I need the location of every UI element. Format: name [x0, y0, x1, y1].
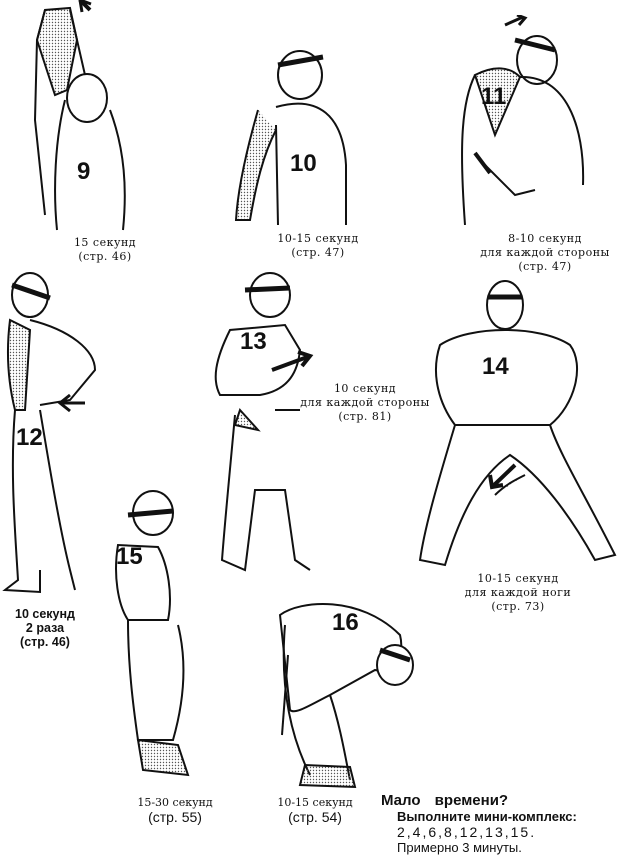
exercise-10-figure: 10 — [228, 35, 348, 225]
exercise-14-figure: 14 — [410, 275, 620, 580]
exercise-10-caption: 10-15 секунд (стр. 47) — [258, 232, 378, 260]
exercise-13-caption: 10 секунд для каждой стороны (стр. 81) — [295, 382, 435, 424]
exercise-15-caption: 15-30 секунд (стр. 55) — [115, 796, 235, 824]
caption-line: 10-15 секунд — [477, 572, 559, 585]
mini-complex-duration: Примерно 3 минуты. — [397, 840, 522, 855]
exercise-number: 14 — [482, 353, 509, 380]
caption-line: для каждой ноги — [464, 586, 572, 599]
caption-line: для каждой стороны — [300, 396, 430, 409]
mini-complex-sequence: 2,4,6,8,12,13,15. — [397, 824, 537, 840]
exercise-11-caption: 8-10 секунд для каждой стороны (стр. 47) — [475, 232, 615, 274]
exercise-12-figure: 12 — [0, 270, 100, 600]
mini-complex-heading: Мало времени? — [381, 792, 509, 809]
mini-complex-box: Мало времени? Выполните мини-комплекс: 2… — [381, 792, 621, 855]
caption-line: 10-15 секунд — [277, 232, 359, 245]
exercise-15-figure: 15 — [108, 485, 208, 785]
exercise-number: 9 — [77, 158, 91, 185]
exercise-14-caption: 10-15 секунд для каждой ноги (стр. 73) — [448, 572, 588, 614]
caption-line: 10-15 секунд — [277, 796, 353, 809]
caption-line: (стр. 54) — [288, 809, 342, 825]
caption-line: (стр. 46) — [20, 635, 70, 649]
exercise-16-figure: 16 — [270, 595, 420, 790]
exercise-11-figure: 11 — [455, 15, 595, 225]
caption-line: 15-30 секунд — [137, 796, 213, 809]
exercise-9-figure: 9 — [15, 0, 135, 232]
caption-line: (стр. 81) — [338, 410, 392, 423]
caption-line: (стр. 46) — [78, 250, 132, 263]
caption-line: для каждой стороны — [480, 246, 610, 259]
exercise-number: 13 — [240, 328, 267, 355]
exercise-number: 15 — [116, 543, 143, 570]
exercise-number: 10 — [290, 150, 317, 177]
caption-line: 8-10 секунд — [508, 232, 582, 245]
caption-line: 15 секунд — [73, 236, 137, 249]
exercise-9-caption: 15 секунд (стр. 46) — [45, 236, 165, 264]
exercise-number: 12 — [16, 424, 43, 451]
mini-complex-subheading: Выполните мини-комплекс: — [397, 809, 577, 824]
exercise-16-caption: 10-15 секунд (стр. 54) — [255, 796, 375, 824]
caption-line: 10 секунд — [15, 607, 75, 621]
caption-line: (стр. 73) — [491, 600, 545, 613]
caption-line: (стр. 55) — [148, 809, 202, 825]
caption-line: 10 секунд — [333, 382, 397, 395]
exercise-13-figure: 13 — [210, 270, 330, 585]
exercise-number: 16 — [332, 609, 359, 636]
exercise-12-caption: 10 секунд 2 раза (стр. 46) — [5, 607, 85, 649]
caption-line: 2 раза — [25, 621, 65, 635]
exercise-number: 11 — [481, 83, 507, 110]
caption-line: (стр. 47) — [291, 246, 345, 259]
caption-line: (стр. 47) — [518, 260, 572, 273]
